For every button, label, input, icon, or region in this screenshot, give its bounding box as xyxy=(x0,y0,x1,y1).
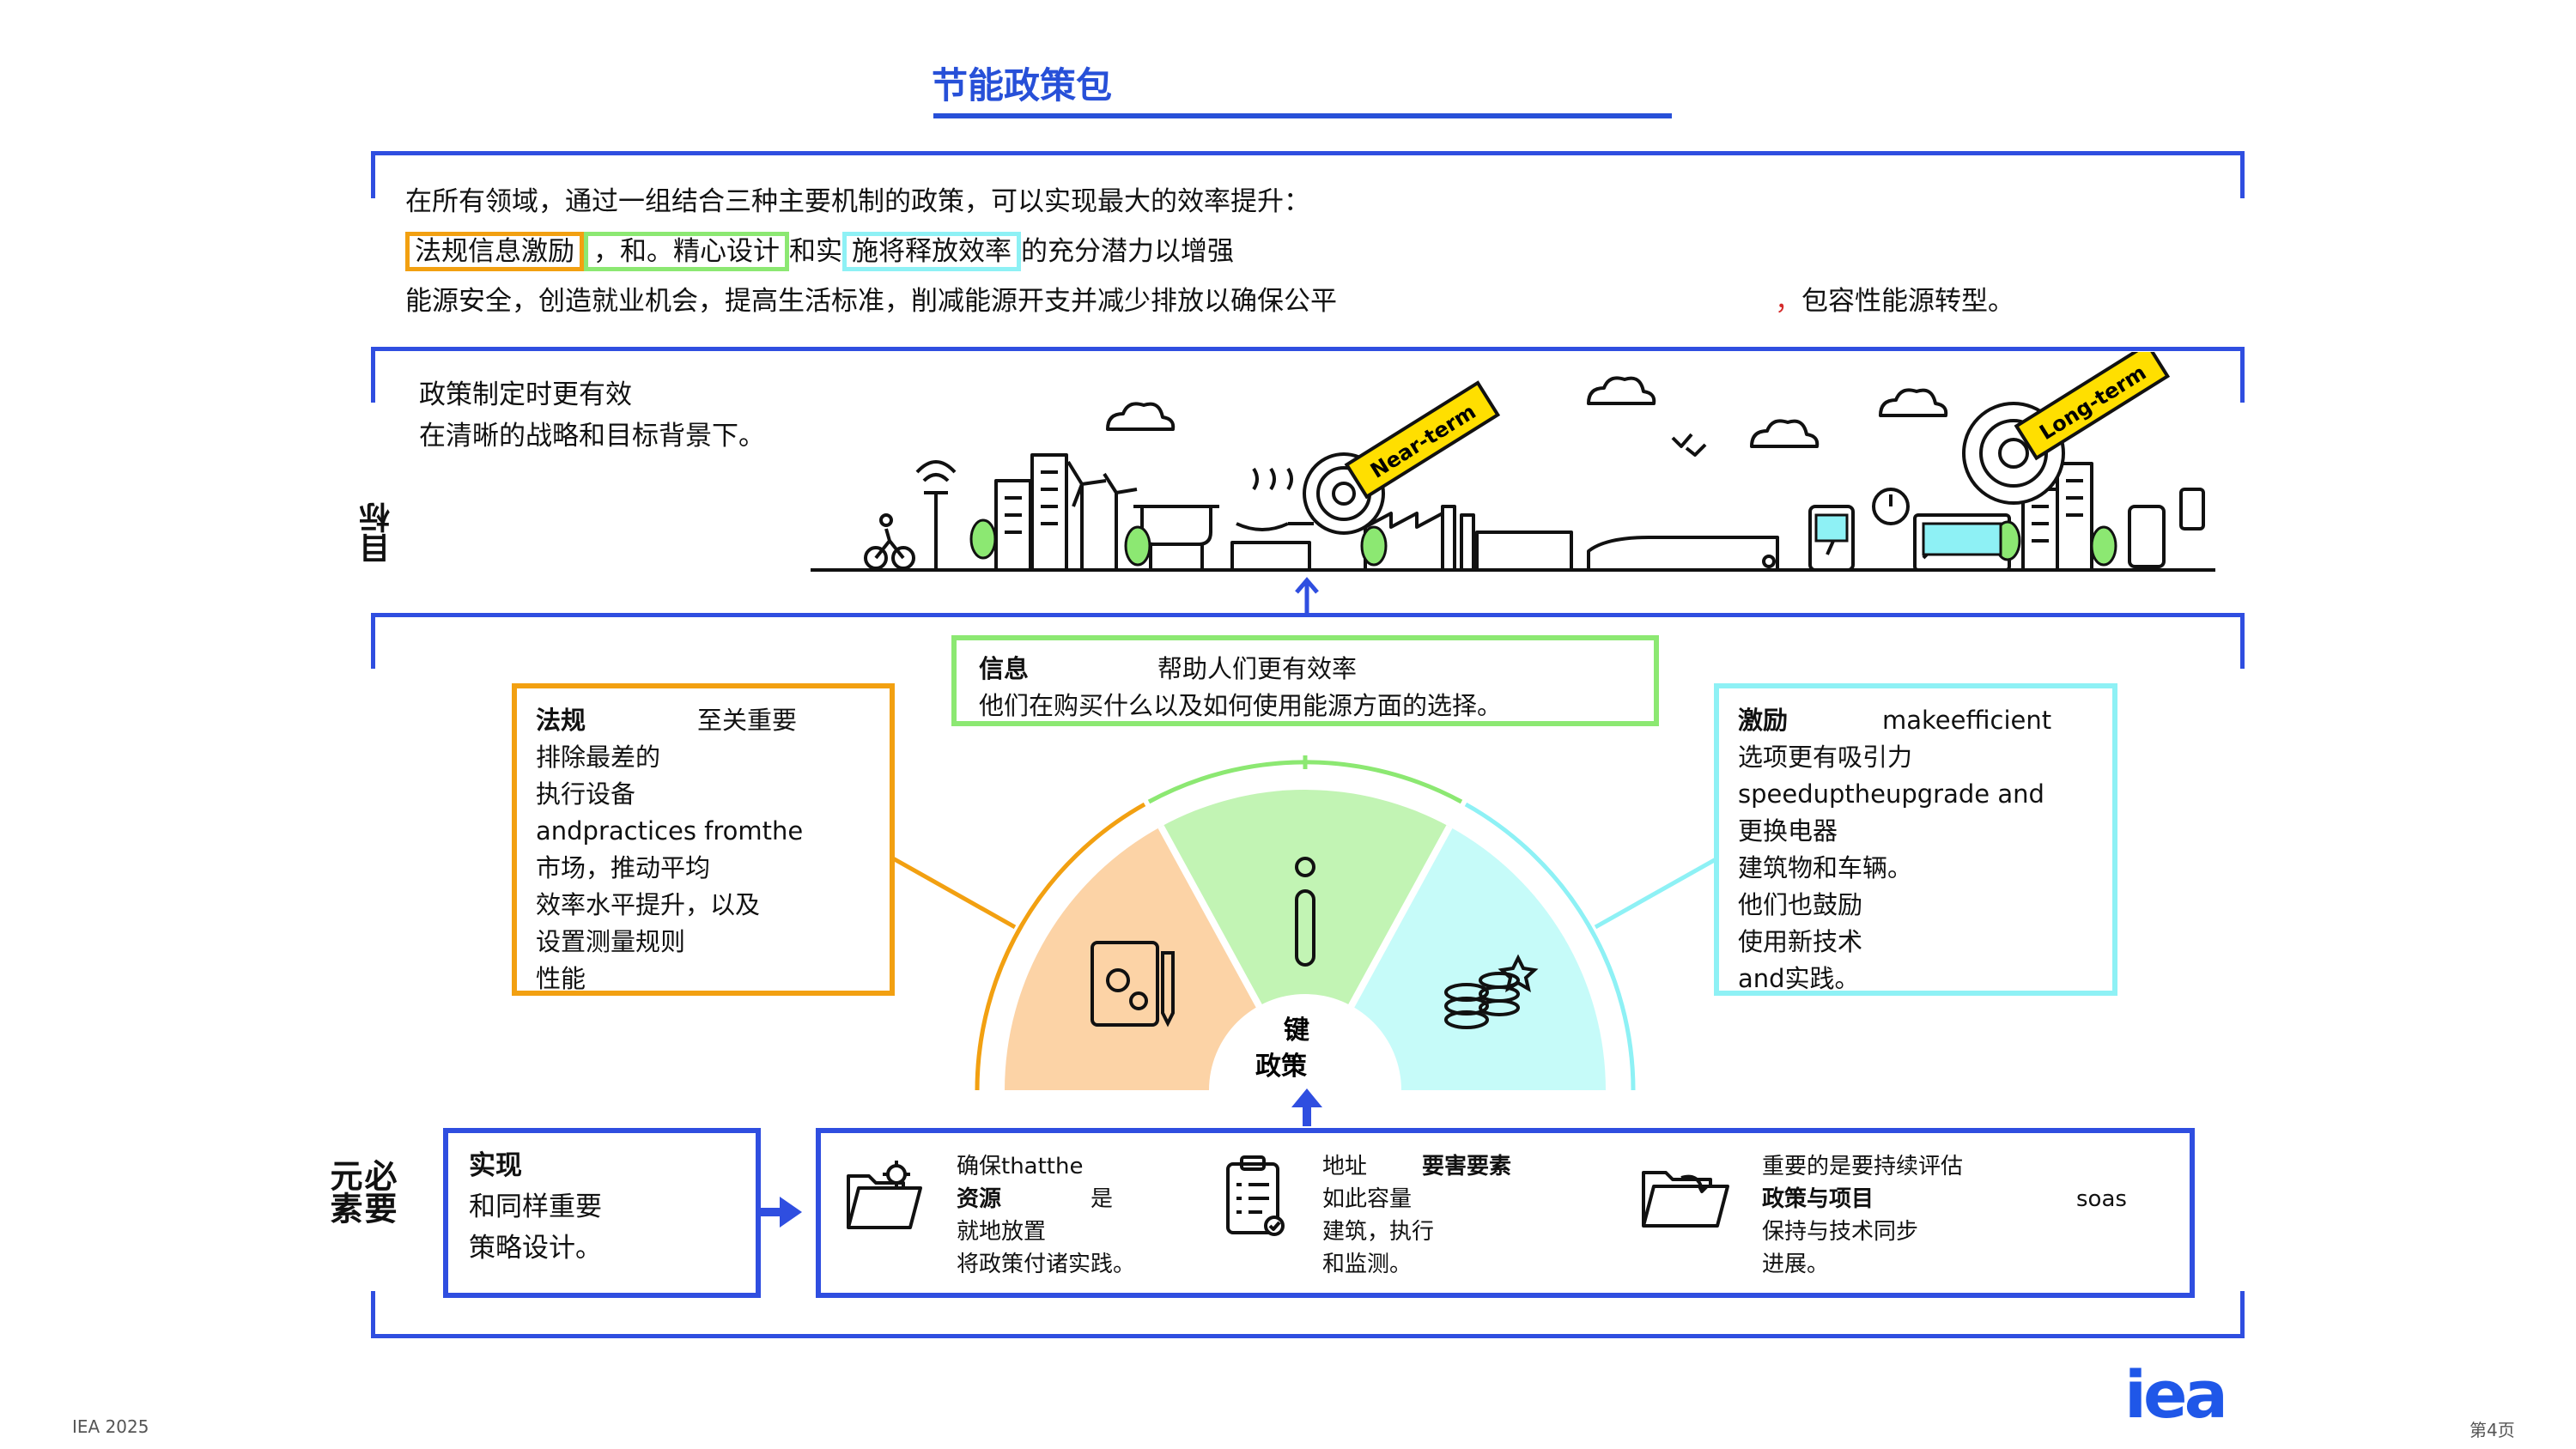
intro-bracket xyxy=(371,151,2245,198)
incentives-box: 激励 makeefficient 选项更有吸引力 speeduptheupgrad… xyxy=(1714,683,2117,996)
targets-text-2: 在清晰的战略和目标背景下。 xyxy=(419,421,765,452)
intro-line-3-b: 包容性能源转型。 xyxy=(1801,286,2014,317)
keyword-regulation: 法规信息激励 xyxy=(405,232,584,271)
intro-line-3-comma: ， xyxy=(1775,286,1801,317)
information-sector xyxy=(1161,790,1449,1090)
targets-label: 目标 xyxy=(360,502,395,564)
information-arc xyxy=(1147,760,1463,804)
enabler-item-2-line-4: 建筑，执行 xyxy=(1322,1219,1435,1245)
enabler-item-1-line-2: 资源 xyxy=(957,1186,1002,1212)
intro-line-1: 在所有领域，通过一组结合三种主要机制的政策，可以实现最大的效率提升： xyxy=(405,186,1310,217)
folder-gear-icon xyxy=(847,1161,922,1229)
information-title: 信息 xyxy=(979,654,1030,683)
title-underline xyxy=(933,113,1672,118)
regulation-line-1: 至关重要 xyxy=(697,706,798,735)
enabler-item-1-line-4: 就地放置 xyxy=(957,1219,1047,1245)
keyword-information: ，和。精心设计 xyxy=(584,232,789,271)
enabler-item-2-line-3: 如此容量 xyxy=(1322,1186,1413,1212)
key-policies-line-2: 政策 xyxy=(1255,1052,1307,1082)
enabler-item-1-line-5: 将政策付诸实践。 xyxy=(957,1252,1136,1277)
regulation-line-6: 效率水平提升，以及 xyxy=(536,890,761,919)
skyline-illustration: Near-term Long-term xyxy=(811,352,2215,572)
key-policies-line-1: 键 xyxy=(1284,1016,1309,1046)
regulation-title: 法规 xyxy=(536,706,586,735)
enablers-intro-box: 实现 和同样重要 策略设计。 xyxy=(443,1128,761,1298)
information-box: 信息 帮助人们更有效率 他们在购买什么以及如何使用能源方面的选择。 xyxy=(951,635,1659,726)
intro-line-3: 能源安全，创造就业机会，提高生活标准，削减能源开支并减少排放以确保公平 ，包容性能… xyxy=(405,276,2208,326)
enabler-item-3-line-1: 重要的是要持续评估 xyxy=(1762,1154,1964,1179)
regulation-line-5: 市场，推动平均 xyxy=(536,853,711,882)
enablers-label-1: 必要 xyxy=(359,1159,397,1224)
key-policies-hub xyxy=(1209,994,1401,1090)
enablers-label-2: 元素 xyxy=(325,1159,362,1224)
regulation-line-7: 设置测量规则 xyxy=(536,927,686,956)
intro-text: 在所有领域，通过一组结合三种主要机制的政策，可以实现最大的效率提升： 法规信息激… xyxy=(405,177,2208,326)
information-line-1: 帮助人们更有效率 xyxy=(1157,654,1358,683)
enabler-item-1-line-3: 是 xyxy=(1091,1186,1114,1212)
footer-page-number: 第4页 xyxy=(2470,1420,2515,1440)
enabler-item-3-line-4: 保持与技术同步 xyxy=(1762,1219,1919,1245)
incentives-line-6: 他们也鼓励 xyxy=(1738,890,1863,919)
targets-text: 政策制定时更有效 在清晰的战略和目标背景下。 xyxy=(419,374,765,457)
incentives-arc xyxy=(1464,802,1636,1091)
enabler-item-1: 确保thatthe 资源 是 就地放置 将政策付诸实践。 xyxy=(957,1150,1249,1281)
enabler-item-2: 地址 要害要素 如此容量 建筑，执行 和监测。 xyxy=(1322,1150,1666,1281)
enablers-items-box xyxy=(816,1128,2195,1298)
enabler-item-2-line-1: 地址 xyxy=(1322,1154,1368,1179)
enablers-intro-title: 实现 xyxy=(469,1150,522,1181)
intro-line-3-a: 能源安全，创造就业机会，提高生活标准，削减能源开支并减少排放以确保公平 xyxy=(405,286,1337,317)
incentives-line-1: makeefficient xyxy=(1882,706,2052,735)
iea-logo: iea xyxy=(2124,1356,2228,1433)
enablers-intro-line-2: 策略设计。 xyxy=(469,1233,602,1264)
regulation-line-8: 性能 xyxy=(536,964,586,993)
info-icon xyxy=(1295,857,1315,967)
enabler-item-3-line-2: 政策与项目 xyxy=(1762,1186,1874,1212)
regulation-line-2: 排除最差的 xyxy=(536,743,661,772)
incentives-sector xyxy=(1305,827,1606,1090)
regulation-sector xyxy=(1005,827,1305,1090)
document-gear-icon xyxy=(1091,941,1175,1028)
intro-bracket-bottom xyxy=(371,347,2245,403)
arrow-to-enablers-icon xyxy=(759,1197,802,1228)
regulation-line-3: 执行设备 xyxy=(536,779,636,809)
folder-arrow-icon xyxy=(1642,1171,1729,1228)
incentives-line-3: speeduptheupgrade and xyxy=(1738,779,2044,809)
regulation-line-4: andpractices fromthe xyxy=(536,816,804,846)
arrow-to-policies-icon xyxy=(1291,1088,1322,1126)
incentives-line-4: 更换电器 xyxy=(1738,816,1838,846)
targets-text-1: 政策制定时更有效 xyxy=(419,379,632,410)
checklist-icon xyxy=(1226,1155,1285,1236)
incentives-title: 激励 xyxy=(1738,706,1789,735)
intro-line-2-end: 的充分潜力以增强 xyxy=(1021,236,1234,267)
information-line-2: 他们在购买什么以及如何使用能源方面的选择。 xyxy=(979,691,1503,720)
incentives-line-7: 使用新技术 xyxy=(1738,927,1863,956)
regulation-connector xyxy=(893,856,1017,930)
page-title: 节能政策包 xyxy=(932,64,1113,106)
policies-bracket xyxy=(371,613,2245,669)
regulation-box: 法规 至关重要 排除最差的 执行设备 andpractices fromthe 市… xyxy=(512,683,895,996)
intro-line-2-mid: 和实 xyxy=(789,236,842,267)
enabler-item-3-line-5: 进展。 xyxy=(1762,1252,1830,1277)
enablers-label: 必要元素 xyxy=(325,1159,397,1262)
intro-line-2: 法规信息激励，和。精心设计和实施将释放效率的充分潜力以增强 xyxy=(405,227,2208,276)
enablers-intro-line-1: 和同样重要 xyxy=(469,1191,602,1222)
footer-left: IEA 2025 xyxy=(72,1416,149,1437)
keyword-incentive: 施将释放效率 xyxy=(842,232,1021,271)
enabler-item-1-line-1: 确保thatthe xyxy=(957,1154,1084,1179)
incentives-line-2: 选项更有吸引力 xyxy=(1738,743,1913,772)
enabler-item-2-line-5: 和监测。 xyxy=(1322,1252,1413,1277)
coins-star-icon xyxy=(1444,954,1539,1029)
enabler-item-2-line-2: 要害要素 xyxy=(1422,1154,1512,1179)
incentives-line-8: and实践。 xyxy=(1738,964,1860,993)
enabler-item-3-line-3: soas xyxy=(2076,1186,2127,1212)
key-policies-diagram: 键 政策 xyxy=(893,755,1717,1092)
enabler-item-3: 重要的是要持续评估 政策与项目 soas 保持与技术同步 进展。 xyxy=(1762,1150,2183,1281)
regulation-arc xyxy=(975,802,1146,1091)
incentives-connector xyxy=(1594,856,1717,930)
arrow-to-targets-icon xyxy=(1295,577,1319,613)
enablers-bracket xyxy=(371,1291,2245,1338)
incentives-line-5: 建筑物和车辆。 xyxy=(1738,853,1913,882)
